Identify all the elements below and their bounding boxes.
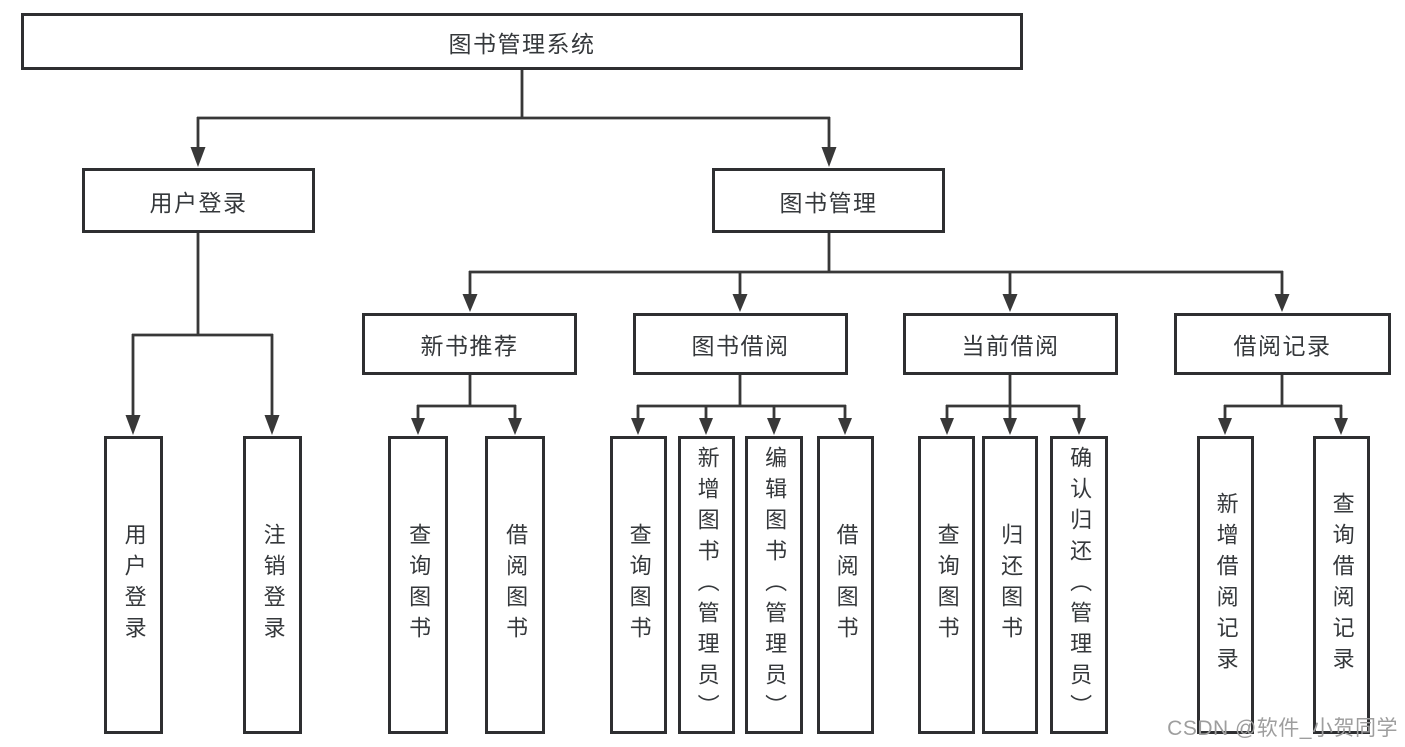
- leaf-borrow-book-label: 借阅图书: [833, 523, 859, 647]
- csdn-watermark: CSDN @软件_小贺同学: [1167, 717, 1398, 740]
- leaf-query-book-borrow: 查询图书: [610, 436, 667, 734]
- leaf-query-book-current: 查询图书: [918, 436, 975, 734]
- node-book-management: 图书管理: [712, 168, 945, 233]
- leaf-query-borrow-record-label: 查询借阅记录: [1329, 492, 1355, 678]
- node-borrowing-records: 借阅记录: [1174, 313, 1391, 375]
- leaf-edit-book-admin: 编辑图书（管理员）: [745, 436, 803, 734]
- leaf-confirm-return-admin: 确认归还（管理员）: [1050, 436, 1108, 734]
- node-user-login-label: 用户登录: [149, 189, 248, 216]
- node-library-management-system-label: 图书管理系统: [448, 30, 596, 57]
- node-current-borrowing: 当前借阅: [903, 313, 1118, 375]
- node-new-book-recommendation-label: 新书推荐: [420, 333, 519, 359]
- leaf-return-book-label: 归还图书: [998, 523, 1024, 647]
- leaf-query-book-current-label: 查询图书: [934, 523, 960, 647]
- node-current-borrowing-label: 当前借阅: [961, 333, 1060, 359]
- node-book-borrowing-label: 图书借阅: [691, 333, 790, 359]
- node-borrowing-records-label: 借阅记录: [1233, 333, 1332, 359]
- leaf-borrow-book: 借阅图书: [817, 436, 874, 734]
- node-library-management-system: 图书管理系统: [21, 13, 1023, 70]
- leaf-query-book-borrow-label: 查询图书: [626, 523, 652, 647]
- leaf-user-login-label: 用户登录: [121, 523, 147, 647]
- leaf-logout: 注销登录: [243, 436, 302, 734]
- node-new-book-recommendation: 新书推荐: [362, 313, 577, 375]
- leaf-query-borrow-record: 查询借阅记录: [1313, 436, 1370, 734]
- leaf-add-borrow-record-label: 新增借阅记录: [1213, 492, 1239, 678]
- node-user-login: 用户登录: [82, 168, 315, 233]
- node-book-management-label: 图书管理: [779, 189, 878, 216]
- leaf-return-book: 归还图书: [982, 436, 1038, 734]
- leaf-query-book-recommend: 查询图书: [388, 436, 448, 734]
- leaf-edit-book-admin-label: 编辑图书（管理员）: [762, 445, 788, 725]
- leaf-borrow-book-recommend-label: 借阅图书: [503, 523, 529, 647]
- leaf-logout-label: 注销登录: [260, 523, 286, 647]
- leaf-borrow-book-recommend: 借阅图书: [485, 436, 545, 734]
- leaf-user-login: 用户登录: [104, 436, 163, 734]
- leaf-add-book-admin-label: 新增图书（管理员）: [694, 445, 720, 725]
- leaf-query-book-recommend-label: 查询图书: [406, 523, 432, 647]
- leaf-add-borrow-record: 新增借阅记录: [1197, 436, 1254, 734]
- leaf-confirm-return-admin-label: 确认归还（管理员）: [1067, 445, 1093, 725]
- leaf-add-book-admin: 新增图书（管理员）: [678, 436, 735, 734]
- node-book-borrowing: 图书借阅: [633, 313, 848, 375]
